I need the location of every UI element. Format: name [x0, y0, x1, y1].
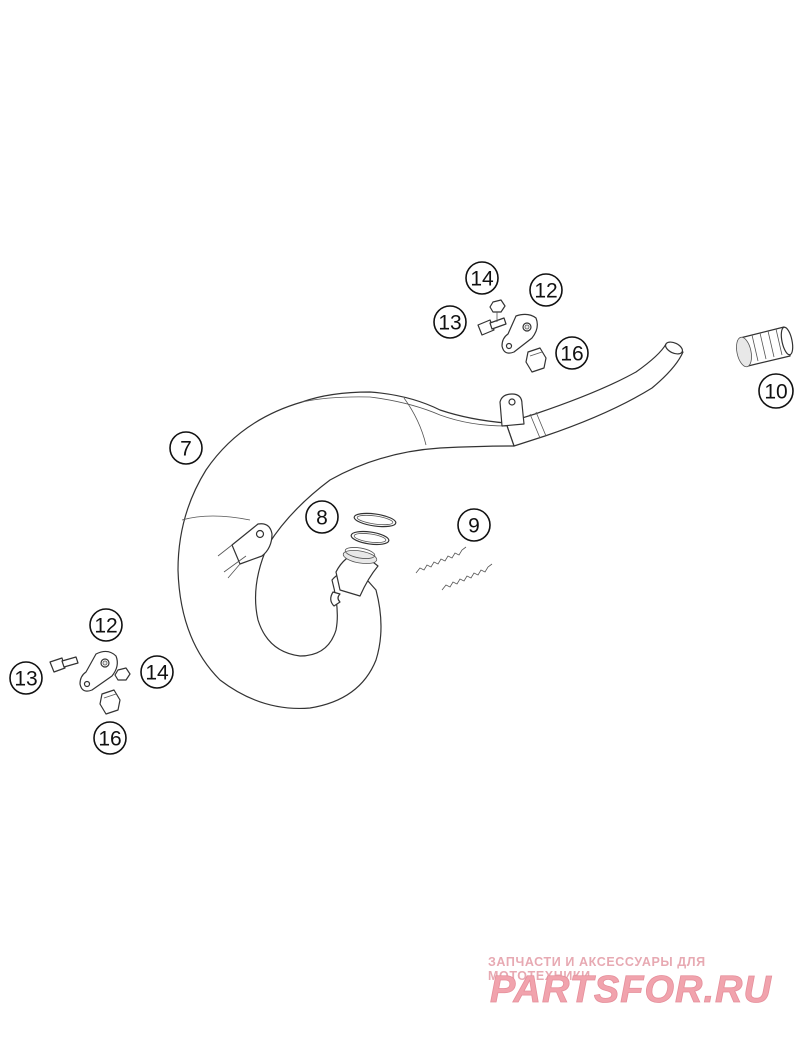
callout-14-bottom: 14: [140, 655, 174, 689]
callout-label: 14: [470, 268, 494, 291]
callout-label: 7: [180, 438, 192, 461]
callout-label: 13: [14, 668, 37, 691]
callout-label: 13: [438, 312, 461, 335]
callout-7: 7: [169, 431, 203, 465]
top-clamp-assembly: [477, 299, 547, 373]
callout-12-top: 12: [529, 273, 563, 307]
callout-label: 14: [145, 662, 169, 685]
callout-label: 8: [316, 507, 328, 530]
callout-12-bottom: 12: [89, 608, 123, 642]
callout-16-top: 16: [555, 336, 589, 370]
rubber-sleeve-part-10: [736, 326, 794, 368]
watermark-logo-text: PARTSFOR.RU: [490, 969, 772, 1011]
bottom-clamp-assembly: [49, 650, 131, 715]
callout-13-bottom: 13: [9, 661, 43, 695]
callout-label: 16: [560, 343, 583, 366]
callout-13-top: 13: [433, 305, 467, 339]
o-rings-part-8: [350, 512, 397, 546]
exhaust-pipe-part-7: [177, 341, 684, 710]
callout-label: 16: [98, 728, 121, 751]
springs-part-9: [415, 546, 493, 591]
callout-label: 12: [534, 280, 557, 303]
callout-9: 9: [457, 508, 491, 542]
watermark-logo: PARTSFOR.RU: [490, 969, 772, 1012]
callout-14-top: 14: [465, 261, 499, 295]
callout-10: 10: [758, 373, 794, 409]
callout-8: 8: [305, 500, 339, 534]
callout-label: 10: [764, 381, 787, 404]
callout-label: 9: [468, 515, 480, 538]
callout-16-bottom: 16: [93, 721, 127, 755]
callout-label: 12: [94, 615, 117, 638]
watermark-tagline: ЗАПЧАСТИ И АКСЕССУАРЫ ДЛЯ МОТОТЕХНИКИ: [488, 955, 706, 983]
